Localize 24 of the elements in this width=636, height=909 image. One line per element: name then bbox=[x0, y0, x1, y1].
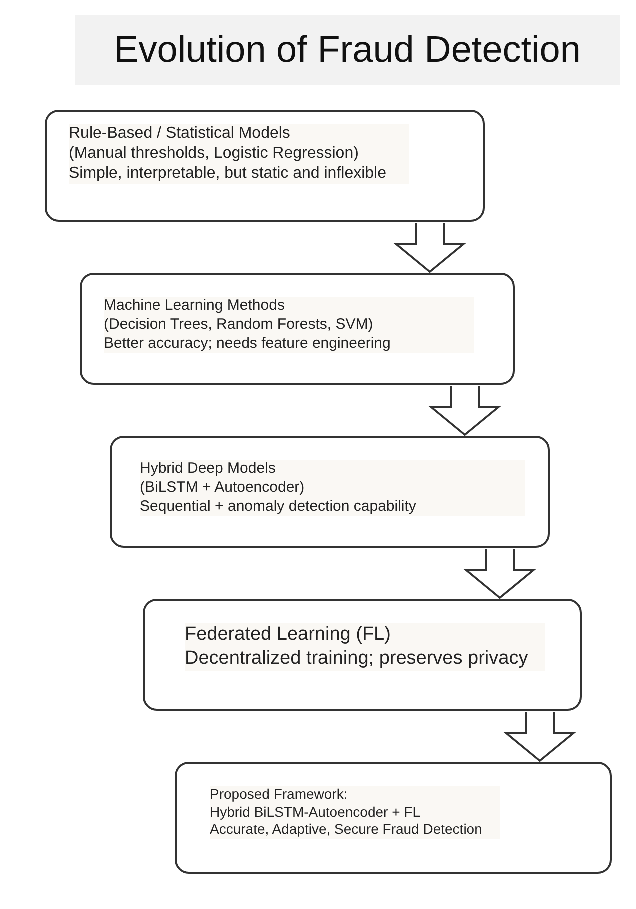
box-text: Decentralized training; preserves privacy bbox=[185, 646, 545, 670]
process-box bbox=[80, 273, 515, 385]
box-heading: Machine Learning Methods bbox=[104, 297, 474, 316]
process-box bbox=[175, 762, 612, 874]
box-text: (BiLSTM + Autoencoder) bbox=[140, 478, 525, 498]
block-arrow bbox=[503, 711, 577, 762]
box-heading: Rule-Based / Statistical Models bbox=[69, 124, 409, 144]
box-text: (Decision Trees, Random Forests, SVM) bbox=[104, 316, 474, 334]
block-arrow bbox=[393, 222, 467, 274]
box-text: Simple, interpretable, but static and inflexible bbox=[69, 164, 409, 184]
process-box bbox=[110, 436, 550, 548]
box-text: Hybrid BiLSTM-Autoencoder + FL bbox=[210, 804, 500, 821]
box-text: Accurate, Adaptive, Secure Fraud Detection bbox=[210, 821, 500, 838]
process-box bbox=[143, 599, 582, 711]
box-text: Better accuracy; needs feature engineering bbox=[104, 334, 474, 354]
box-heading: Federated Learning (FL) bbox=[185, 623, 545, 647]
box-heading: Hybrid Deep Models bbox=[140, 460, 525, 479]
box-heading: Proposed Framework: bbox=[210, 786, 500, 804]
box-text: (Manual thresholds, Logistic Regression) bbox=[69, 144, 409, 164]
process-box bbox=[45, 110, 485, 222]
title: Evolution of Fraud Detection bbox=[75, 15, 620, 85]
block-arrow bbox=[463, 548, 537, 600]
box-text: Sequential + anomaly detection capability bbox=[140, 498, 525, 516]
block-arrow bbox=[428, 385, 502, 436]
